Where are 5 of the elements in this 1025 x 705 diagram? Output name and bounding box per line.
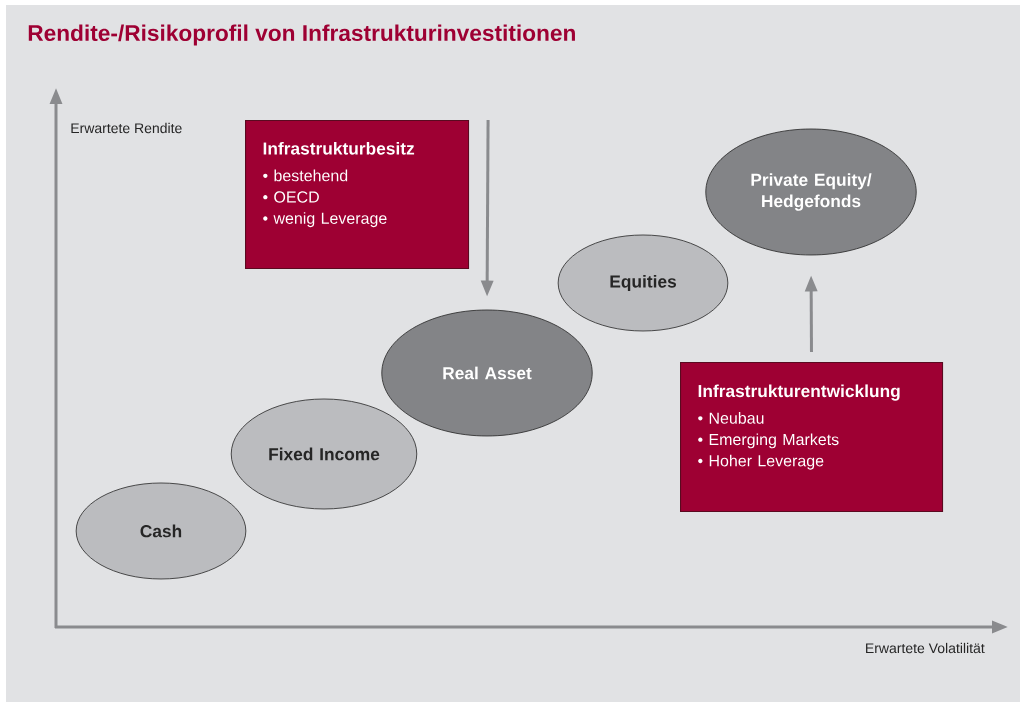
axis-label: Erwartete Volatilität [866, 642, 985, 654]
axis-label: Erwartete Rendite [71, 122, 182, 134]
info-box: Infrastrukturbesitz • bestehend • OECD • wenig Leverage [245, 120, 470, 270]
title: Rendite-/Risikoprofil von Infrastrukturinvestitionen [28, 24, 575, 46]
info-box: Infrastrukturentwicklung • Neubau • Emerging Markets • Hoher Leverage [680, 362, 944, 513]
